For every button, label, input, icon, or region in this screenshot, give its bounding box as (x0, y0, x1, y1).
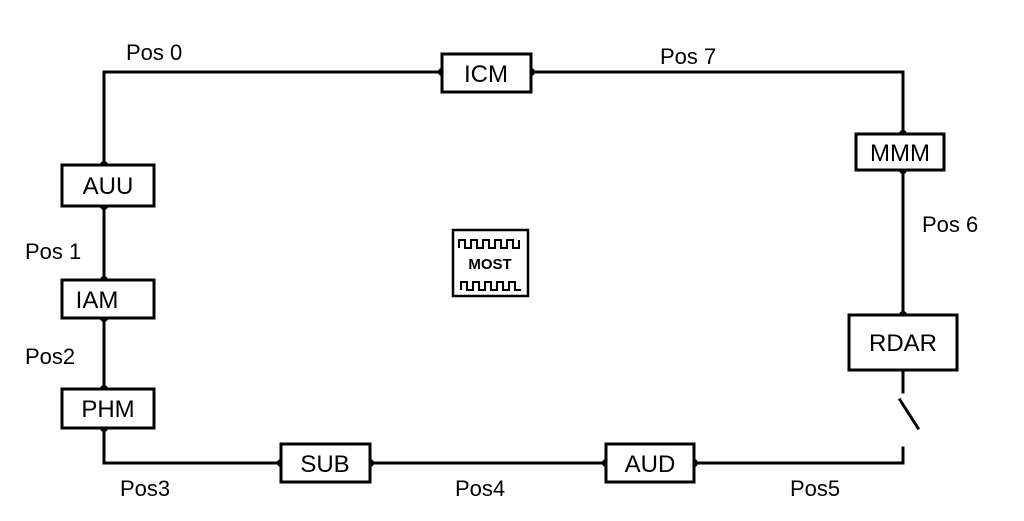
node-box (60, 278, 156, 320)
node-rdar: RDAR (847, 313, 959, 372)
node-box (60, 163, 156, 208)
most-logo: MOST (451, 228, 530, 298)
pos-label-7: Pos 7 (660, 44, 716, 69)
pos-label-3: Pos3 (120, 476, 170, 501)
node-aud: AUD (604, 442, 696, 484)
node-phm: PHM (60, 387, 156, 430)
node-icm: ICM (440, 52, 533, 94)
node-box (604, 442, 696, 484)
node-sub: SUB (279, 442, 372, 484)
node-label-mmm: MMM (870, 140, 930, 167)
node-box (854, 132, 946, 172)
wire-auu-icm (102, 70, 444, 167)
pos-label-0: Pos 0 (126, 40, 182, 65)
node-label-iam: IAM (76, 287, 119, 314)
pos-label-6: Pos 6 (922, 212, 978, 237)
node-label-sub: SUB (300, 451, 349, 478)
node-label-aud: AUD (625, 451, 676, 478)
square-wave-icon (458, 239, 520, 249)
wire-sub-phm (102, 426, 283, 465)
pos-label-2: Pos2 (25, 344, 75, 369)
node-box (847, 313, 959, 372)
node-box (440, 52, 533, 94)
node-label-icm: ICM (464, 61, 508, 88)
wire-break-aud (692, 446, 905, 465)
node-box (279, 442, 372, 484)
square-wave-icon (460, 281, 521, 291)
ring-wiring (102, 70, 921, 465)
pos-label-1: Pos 1 (25, 239, 81, 264)
node-label-auu: AUU (83, 173, 134, 200)
node-mmm: MMM (854, 132, 946, 172)
most-logo-text: MOST (468, 256, 511, 273)
node-label-rdar: RDAR (869, 330, 937, 357)
position-labels: Pos 0 Pos 7 Pos 6 Pos 1 Pos2 Pos3 Pos4 P… (25, 40, 978, 501)
node-label-phm: PHM (81, 396, 134, 423)
pos-label-5: Pos5 (790, 476, 840, 501)
wire-rdar-break (897, 397, 921, 431)
wire-icm-mmm (529, 70, 905, 136)
node-box (60, 387, 156, 430)
pos-label-4: Pos4 (455, 476, 505, 501)
node-auu: AUU (60, 163, 156, 208)
node-iam: IAM (60, 278, 156, 320)
